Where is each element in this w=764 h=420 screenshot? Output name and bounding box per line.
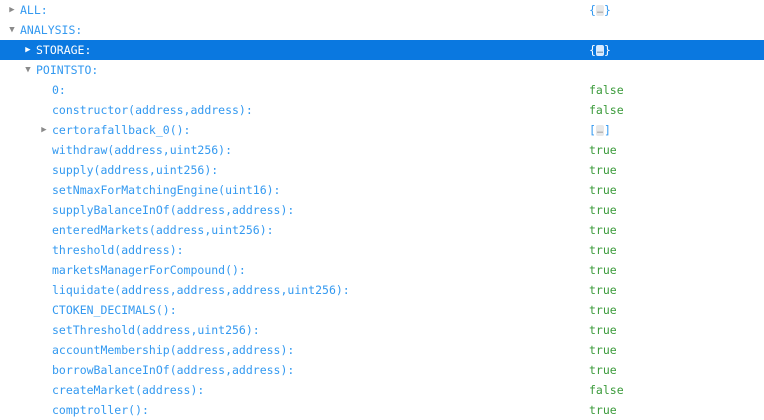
tree-row-value: true: [589, 283, 617, 297]
tree-row[interactable]: ▼ POINTSTO:: [0, 60, 764, 80]
tree-row[interactable]: marketsManagerForCompound(): true: [0, 260, 764, 280]
tree-row[interactable]: withdraw(address,uint256): true: [0, 140, 764, 160]
tree-row-value: true: [589, 403, 617, 417]
tree-row-key: enteredMarkets(address,uint256):: [52, 223, 274, 237]
tree-row-key: setThreshold(address,uint256):: [52, 323, 260, 337]
tree-row-value: true: [589, 343, 617, 357]
tree-row-key: threshold(address):: [52, 243, 184, 257]
tree-row[interactable]: ▼ ANALYSIS:: [0, 20, 764, 40]
tree-row-value: true: [589, 143, 617, 157]
tree-row-key: STORAGE:: [36, 43, 92, 57]
tree-row-key: ALL:: [20, 3, 48, 17]
tree-row-value: {…}: [589, 43, 611, 57]
tree-row-key: withdraw(address,uint256):: [52, 143, 233, 157]
tree-row[interactable]: 0: false: [0, 80, 764, 100]
tree-row-key: CTOKEN_DECIMALS():: [52, 303, 177, 317]
tree-row-key: supply(address,uint256):: [52, 163, 219, 177]
tree-row[interactable]: liquidate(address,address,address,uint25…: [0, 280, 764, 300]
tree-row[interactable]: threshold(address): true: [0, 240, 764, 260]
tree-row-key: 0:: [52, 83, 66, 97]
tree-row-value: false: [589, 83, 624, 97]
tree-row-value: true: [589, 223, 617, 237]
tree-row-value: […]: [589, 123, 611, 137]
tree-row[interactable]: supply(address,uint256): true: [0, 160, 764, 180]
tree-row-value: true: [589, 163, 617, 177]
tree-row[interactable]: createMarket(address): false: [0, 380, 764, 400]
chevron-down-icon[interactable]: ▼: [9, 25, 15, 35]
tree-row-value: true: [589, 363, 617, 377]
chevron-right-icon[interactable]: ▶: [25, 45, 31, 55]
tree-row-key: marketsManagerForCompound():: [52, 263, 246, 277]
tree-row[interactable]: CTOKEN_DECIMALS(): true: [0, 300, 764, 320]
tree-row-value: true: [589, 263, 617, 277]
tree-row-key: accountMembership(address,address):: [52, 343, 295, 357]
chevron-right-icon[interactable]: ▶: [41, 125, 47, 135]
tree-row-value: {…}: [589, 3, 611, 17]
tree-row-key: comptroller():: [52, 403, 149, 417]
tree-row-value: true: [589, 243, 617, 257]
tree-row-value: true: [589, 183, 617, 197]
chevron-down-icon[interactable]: ▼: [25, 65, 31, 75]
tree-row-key: liquidate(address,address,address,uint25…: [52, 283, 350, 297]
tree-row-value: false: [589, 103, 624, 117]
tree-row-key: POINTSTO:: [36, 63, 99, 77]
tree-row[interactable]: ▶ certorafallback_0(): […]: [0, 120, 764, 140]
tree-row[interactable]: comptroller(): true: [0, 400, 764, 420]
tree-row-key: constructor(address,address):: [52, 103, 253, 117]
tree-row-key: setNmaxForMatchingEngine(uint16):: [52, 183, 281, 197]
tree-row-key: certorafallback_0():: [52, 123, 191, 137]
tree-row-key: supplyBalanceInOf(address,address):: [52, 203, 295, 217]
chevron-right-icon[interactable]: ▶: [9, 5, 15, 15]
tree-row-value: true: [589, 303, 617, 317]
tree-row[interactable]: supplyBalanceInOf(address,address): true: [0, 200, 764, 220]
tree-row-key: ANALYSIS:: [20, 23, 83, 37]
tree-row-value: true: [589, 323, 617, 337]
ellipsis-icon: …: [595, 5, 604, 16]
tree-row[interactable]: borrowBalanceInOf(address,address): true: [0, 360, 764, 380]
tree-row[interactable]: constructor(address,address): false: [0, 100, 764, 120]
tree-row[interactable]: enteredMarkets(address,uint256): true: [0, 220, 764, 240]
tree-row[interactable]: setNmaxForMatchingEngine(uint16): true: [0, 180, 764, 200]
tree-row[interactable]: accountMembership(address,address): true: [0, 340, 764, 360]
tree-row-value: false: [589, 383, 624, 397]
tree-row-key: borrowBalanceInOf(address,address):: [52, 363, 295, 377]
tree-row[interactable]: ▶ ALL: {…}: [0, 0, 764, 20]
ellipsis-icon: …: [595, 125, 604, 136]
tree-row[interactable]: setThreshold(address,uint256): true: [0, 320, 764, 340]
ellipsis-icon: …: [595, 45, 604, 56]
tree-row-key: createMarket(address):: [52, 383, 205, 397]
tree-row[interactable]: ▶ STORAGE: {…}: [0, 40, 764, 60]
tree-row-value: true: [589, 203, 617, 217]
